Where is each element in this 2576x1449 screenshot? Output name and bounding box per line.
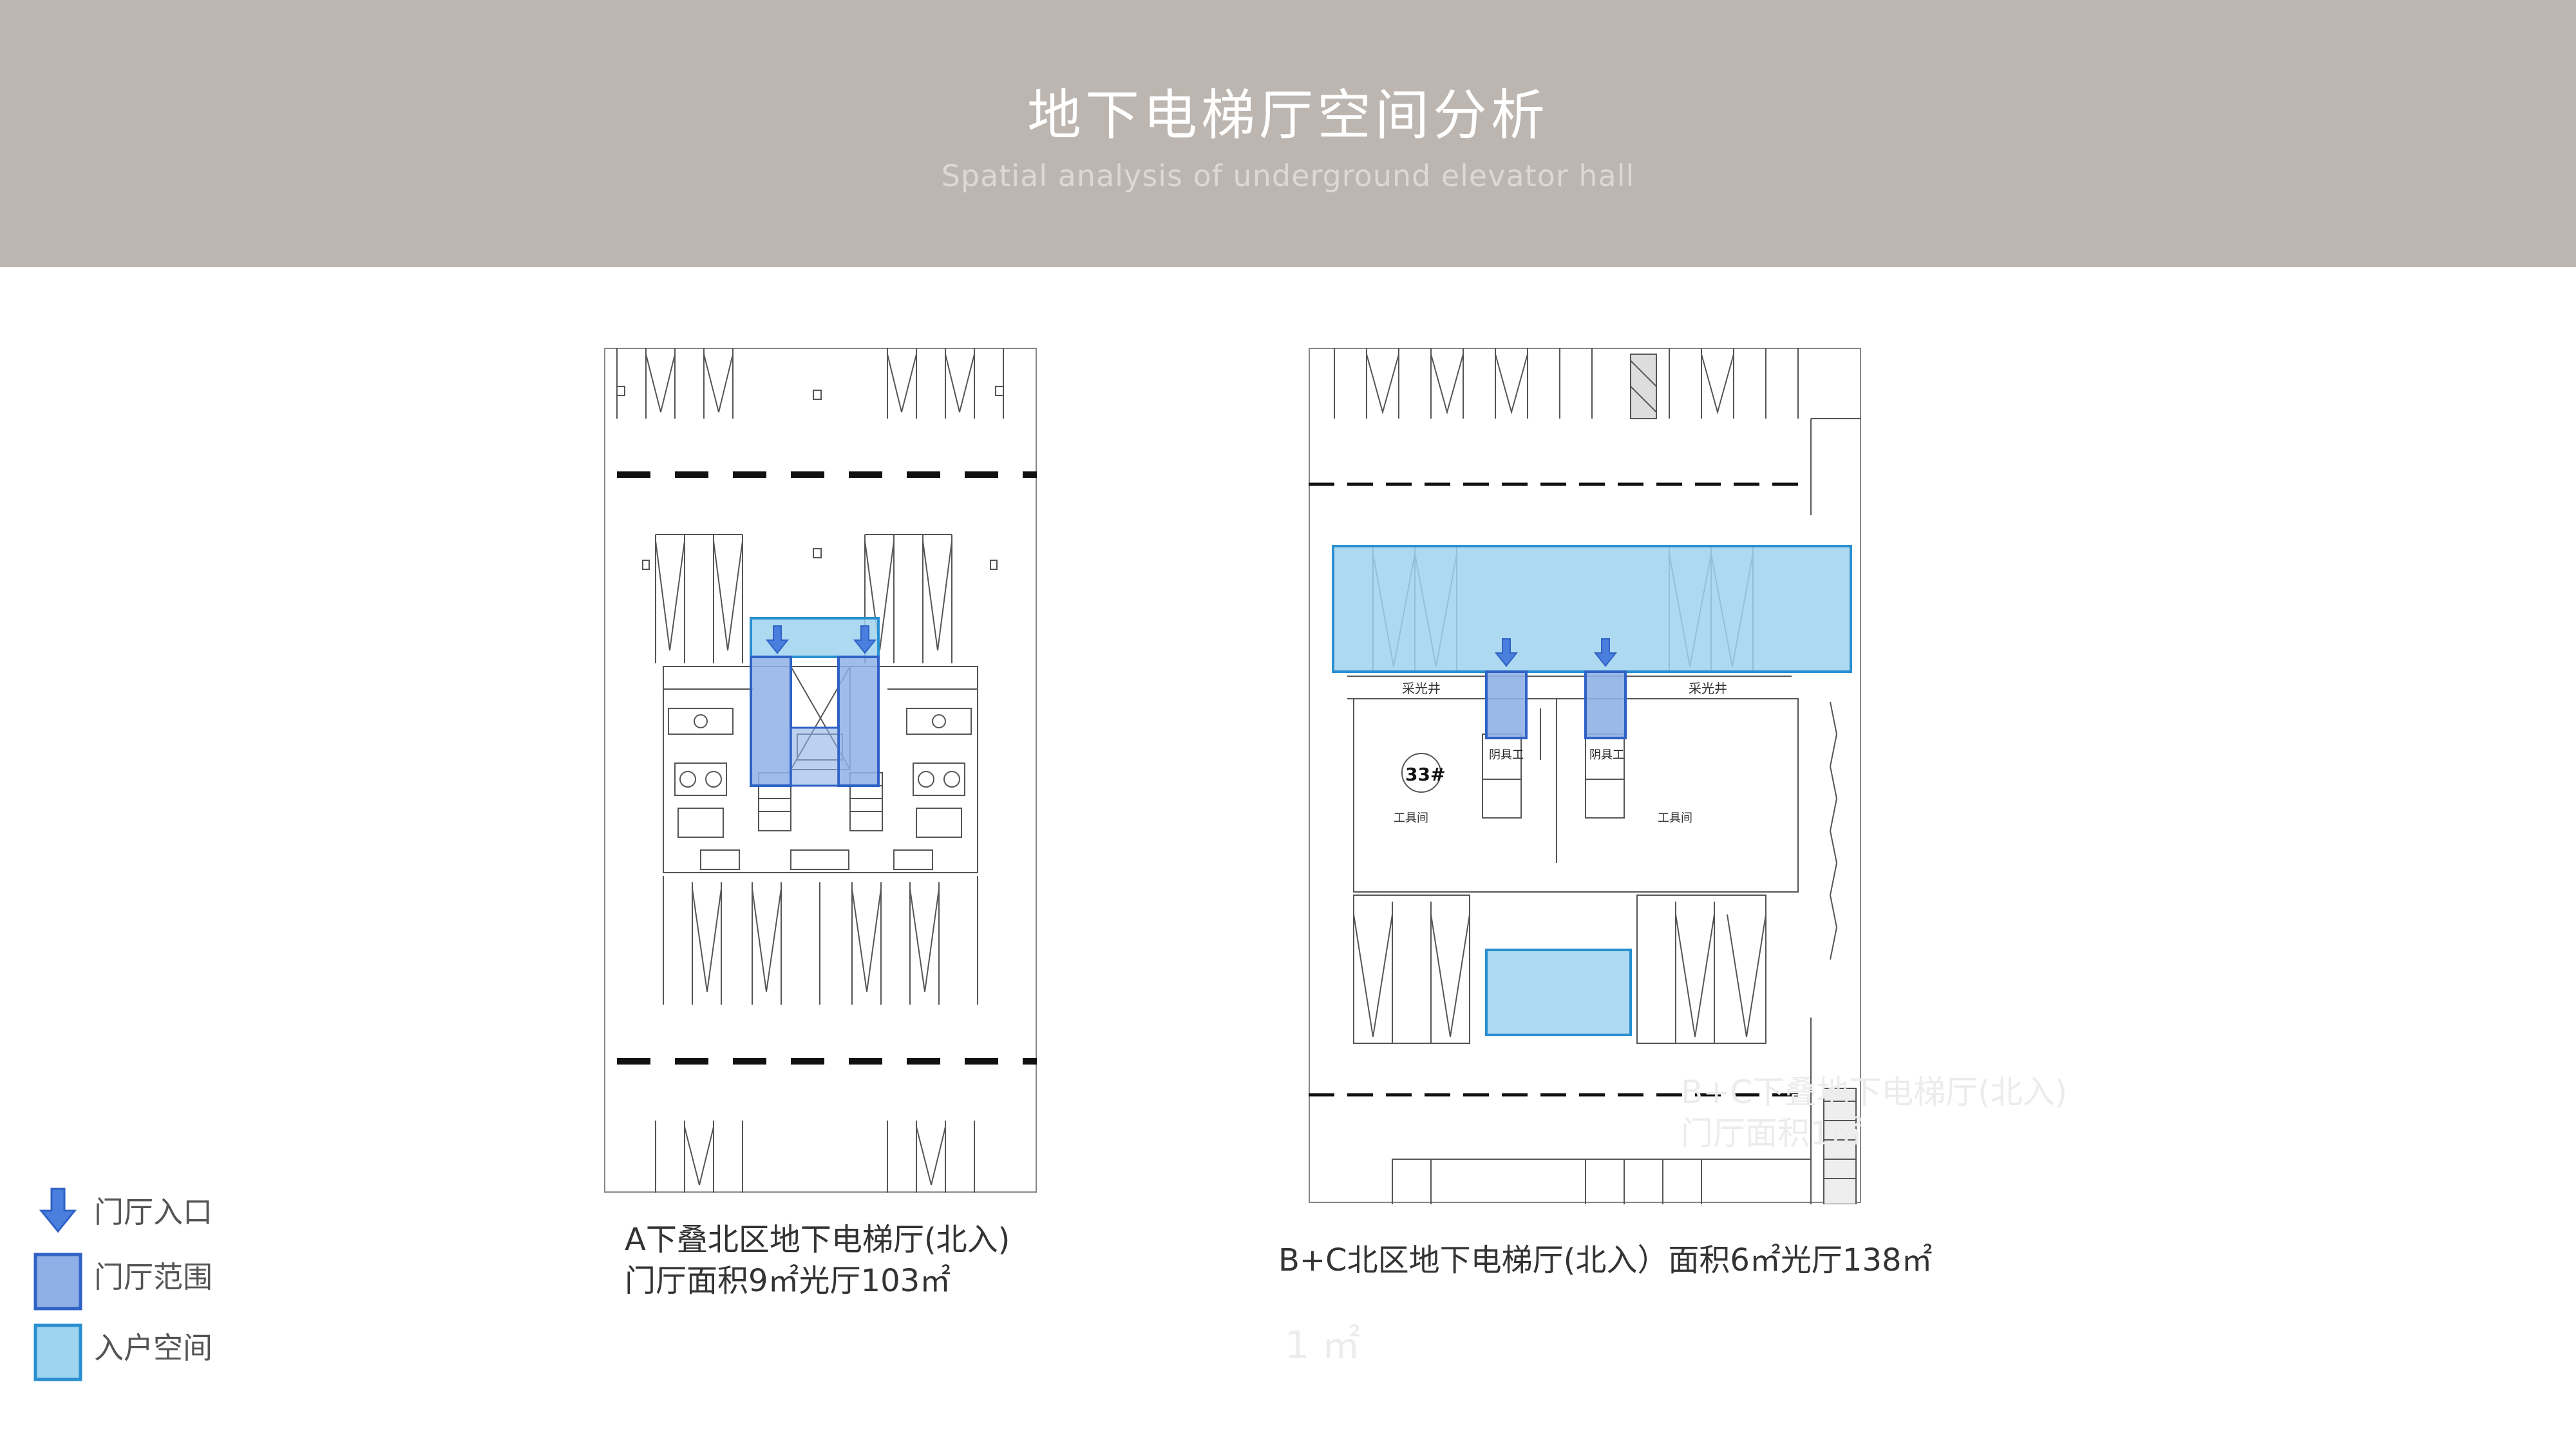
lobby-range-area — [1485, 670, 1528, 739]
ghost-area-label: 1 ㎡ — [1285, 1323, 1361, 1368]
entrance-arrow-icon — [1494, 638, 1519, 667]
lobby-range-area — [790, 726, 840, 787]
entrance-arrow-icon — [853, 625, 877, 654]
room-label-elevator: 阴具工 — [1589, 748, 1624, 762]
room-label-tool: 工具间 — [1394, 811, 1428, 825]
plan-a-caption-line2: 门厅面积9㎡光厅103㎡ — [625, 1263, 951, 1299]
lobby-range-swatch — [33, 1253, 82, 1311]
entrance-arrow-icon — [1593, 638, 1618, 667]
ghost-label-line1: B+C下叠地下电梯厅(北入) — [1681, 1074, 2068, 1111]
lobby-range-area — [1584, 670, 1627, 739]
page-subtitle: Spatial analysis of underground elevator… — [941, 158, 1635, 193]
entrance-arrow-icon — [39, 1188, 77, 1233]
entry-space-area — [1485, 949, 1632, 1036]
floor-plan-a-drawing — [604, 348, 1037, 1193]
floor-plan-bc: 采光井 采光井 33# 工具间 工具间 阴具工 阴具工 — [1309, 348, 1862, 1204]
legend-label: 门厅范围 — [94, 1260, 213, 1294]
lobby-range-area — [750, 656, 792, 787]
room-label-tool: 工具间 — [1658, 811, 1692, 825]
plan-bc-caption: B+C北区地下电梯厅(北入）面积6㎡光厅138㎡ — [1278, 1242, 1933, 1278]
entrance-arrow-icon — [765, 625, 790, 654]
legend-label: 入户空间 — [94, 1331, 213, 1365]
entry-space-swatch — [33, 1323, 82, 1381]
floor-plan-a — [604, 348, 1037, 1193]
page-title: 地下电梯厅空间分析 — [1027, 84, 1549, 147]
building-number: 33# — [1405, 764, 1445, 785]
room-label-light-well: 采光井 — [1689, 681, 1727, 696]
header-banner: 地下电梯厅空间分析 Spatial analysis of undergroun… — [0, 0, 2576, 267]
legend-label: 门厅入口 — [94, 1195, 213, 1229]
room-label-light-well: 采光井 — [1402, 681, 1441, 696]
entry-space-area — [1332, 545, 1852, 673]
lobby-range-area — [837, 656, 880, 787]
plan-a-caption-line1: A下叠北区地下电梯厅(北入) — [625, 1222, 1010, 1258]
entry-space-area — [750, 617, 880, 658]
room-label-elevator: 阴具工 — [1489, 748, 1524, 762]
floor-plan-bc-drawing: 采光井 采光井 33# 工具间 工具间 阴具工 阴具工 — [1309, 348, 1861, 1204]
ghost-label-line2: 门厅面积1㎡ — [1681, 1115, 1862, 1152]
